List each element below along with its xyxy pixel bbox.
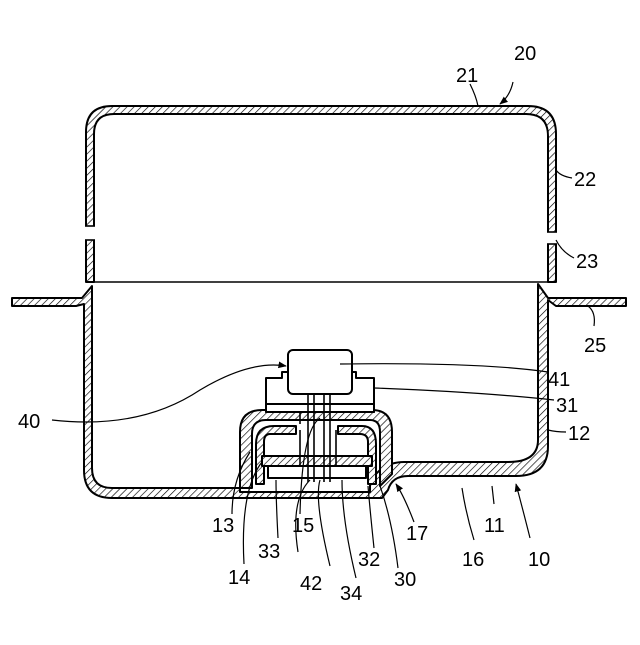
label-41: 41 [548,369,570,391]
label-11: 11 [484,515,505,537]
sensor-chip [288,350,352,394]
label-23: 23 [576,251,598,273]
label-21: 21 [456,65,478,87]
label-20: 20 [514,43,536,65]
label-40: 40 [18,411,40,433]
label-15: 15 [292,515,314,537]
label-22: 22 [574,169,596,191]
label-31: 31 [556,395,578,417]
label-17: 17 [406,523,428,545]
label-10: 10 [528,549,550,571]
label-16: 16 [462,549,484,571]
label-14: 14 [228,567,250,589]
label-25: 25 [584,335,606,357]
label-13: 13 [212,515,234,537]
reference-labels: 20 21 22 23 25 41 31 40 12 13 14 33 15 4… [18,43,606,605]
label-32: 32 [358,549,380,571]
inner-tube [268,430,366,478]
upper-cover [85,106,557,282]
label-34: 34 [340,583,362,605]
label-30: 30 [394,569,416,591]
label-12: 12 [568,423,590,445]
label-33: 33 [258,541,280,563]
label-42: 42 [300,573,322,595]
leader-lines [52,82,594,578]
